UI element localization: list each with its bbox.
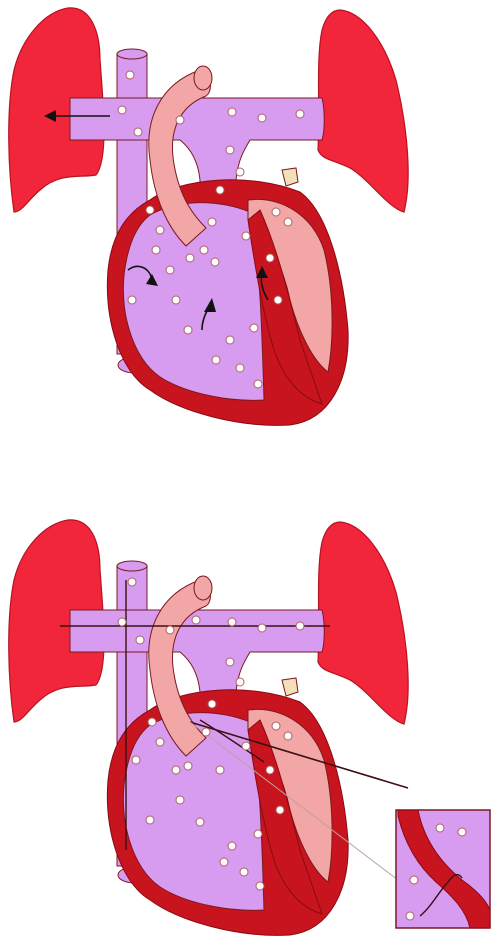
blood-cell — [242, 232, 250, 240]
blood-cell — [228, 108, 236, 116]
blood-cell — [242, 742, 250, 750]
blood-cell — [228, 842, 236, 850]
blood-cell — [226, 336, 234, 344]
blood-cell — [254, 380, 262, 388]
blood-cell — [284, 218, 292, 226]
blood-cell — [118, 106, 126, 114]
blood-cell — [250, 324, 258, 332]
blood-cell — [236, 364, 244, 372]
blood-cell — [136, 636, 144, 644]
blood-cell — [192, 616, 200, 624]
blood-cell — [208, 218, 216, 226]
blood-cell — [146, 816, 154, 824]
blood-cell — [216, 766, 224, 774]
blood-cell — [166, 626, 174, 634]
blood-cell — [274, 296, 282, 304]
blood-cell — [156, 226, 164, 234]
blood-cell — [196, 818, 204, 826]
aorta-opening — [194, 66, 212, 90]
blood-cell — [156, 738, 164, 746]
heart-diagram-bottom — [0, 470, 494, 940]
pulmonary-vein — [282, 678, 298, 696]
blood-cell — [118, 618, 126, 626]
blood-cell — [266, 766, 274, 774]
blood-cell — [166, 266, 174, 274]
blood-cell — [226, 146, 234, 154]
blood-cell — [220, 858, 228, 866]
blood-cell — [228, 618, 236, 626]
blood-cell — [236, 168, 244, 176]
blood-cell — [172, 296, 180, 304]
right-lung — [318, 10, 408, 212]
blood-cell — [296, 110, 304, 118]
blood-cell — [256, 882, 264, 890]
blood-cell — [254, 830, 262, 838]
blood-cell — [176, 796, 184, 804]
blood-cell — [226, 658, 234, 666]
blood-cell — [296, 622, 304, 630]
blood-cell — [216, 186, 224, 194]
blood-cell — [406, 912, 414, 920]
blood-cell — [284, 732, 292, 740]
blood-cell — [128, 578, 136, 586]
vena-cava-top — [117, 561, 147, 571]
blood-cell — [176, 116, 184, 124]
blood-cell — [146, 206, 154, 214]
heart-diagram-top — [0, 0, 494, 470]
vena-cava-top — [117, 49, 147, 59]
blood-cell — [126, 71, 134, 79]
heart-illustration-catheter — [0, 470, 494, 940]
blood-cell — [410, 876, 418, 884]
blood-cell — [211, 258, 219, 266]
blood-cell — [132, 756, 140, 764]
blood-cell — [148, 718, 156, 726]
blood-cell — [172, 766, 180, 774]
blood-cell — [272, 722, 280, 730]
blood-cell — [458, 828, 466, 836]
blood-cell — [436, 824, 444, 832]
blood-cell — [258, 114, 266, 122]
blood-cell — [236, 678, 244, 686]
blood-cell — [200, 246, 208, 254]
blood-cell — [276, 806, 284, 814]
blood-cell — [208, 700, 216, 708]
heart-illustration-arrows — [0, 0, 494, 470]
blood-cell — [202, 728, 210, 736]
blood-cell — [258, 624, 266, 632]
blood-cell — [272, 208, 280, 216]
blood-cell — [212, 356, 220, 364]
aorta-opening — [194, 576, 212, 600]
right-lung — [318, 522, 408, 724]
blood-cell — [152, 246, 160, 254]
blood-cell — [128, 296, 136, 304]
blood-cell — [240, 868, 248, 876]
blood-cell — [134, 128, 142, 136]
pulmonary-vein — [282, 168, 298, 186]
blood-cell — [186, 254, 194, 262]
blood-cell — [184, 326, 192, 334]
blood-cell — [184, 762, 192, 770]
blood-cell — [266, 254, 274, 262]
